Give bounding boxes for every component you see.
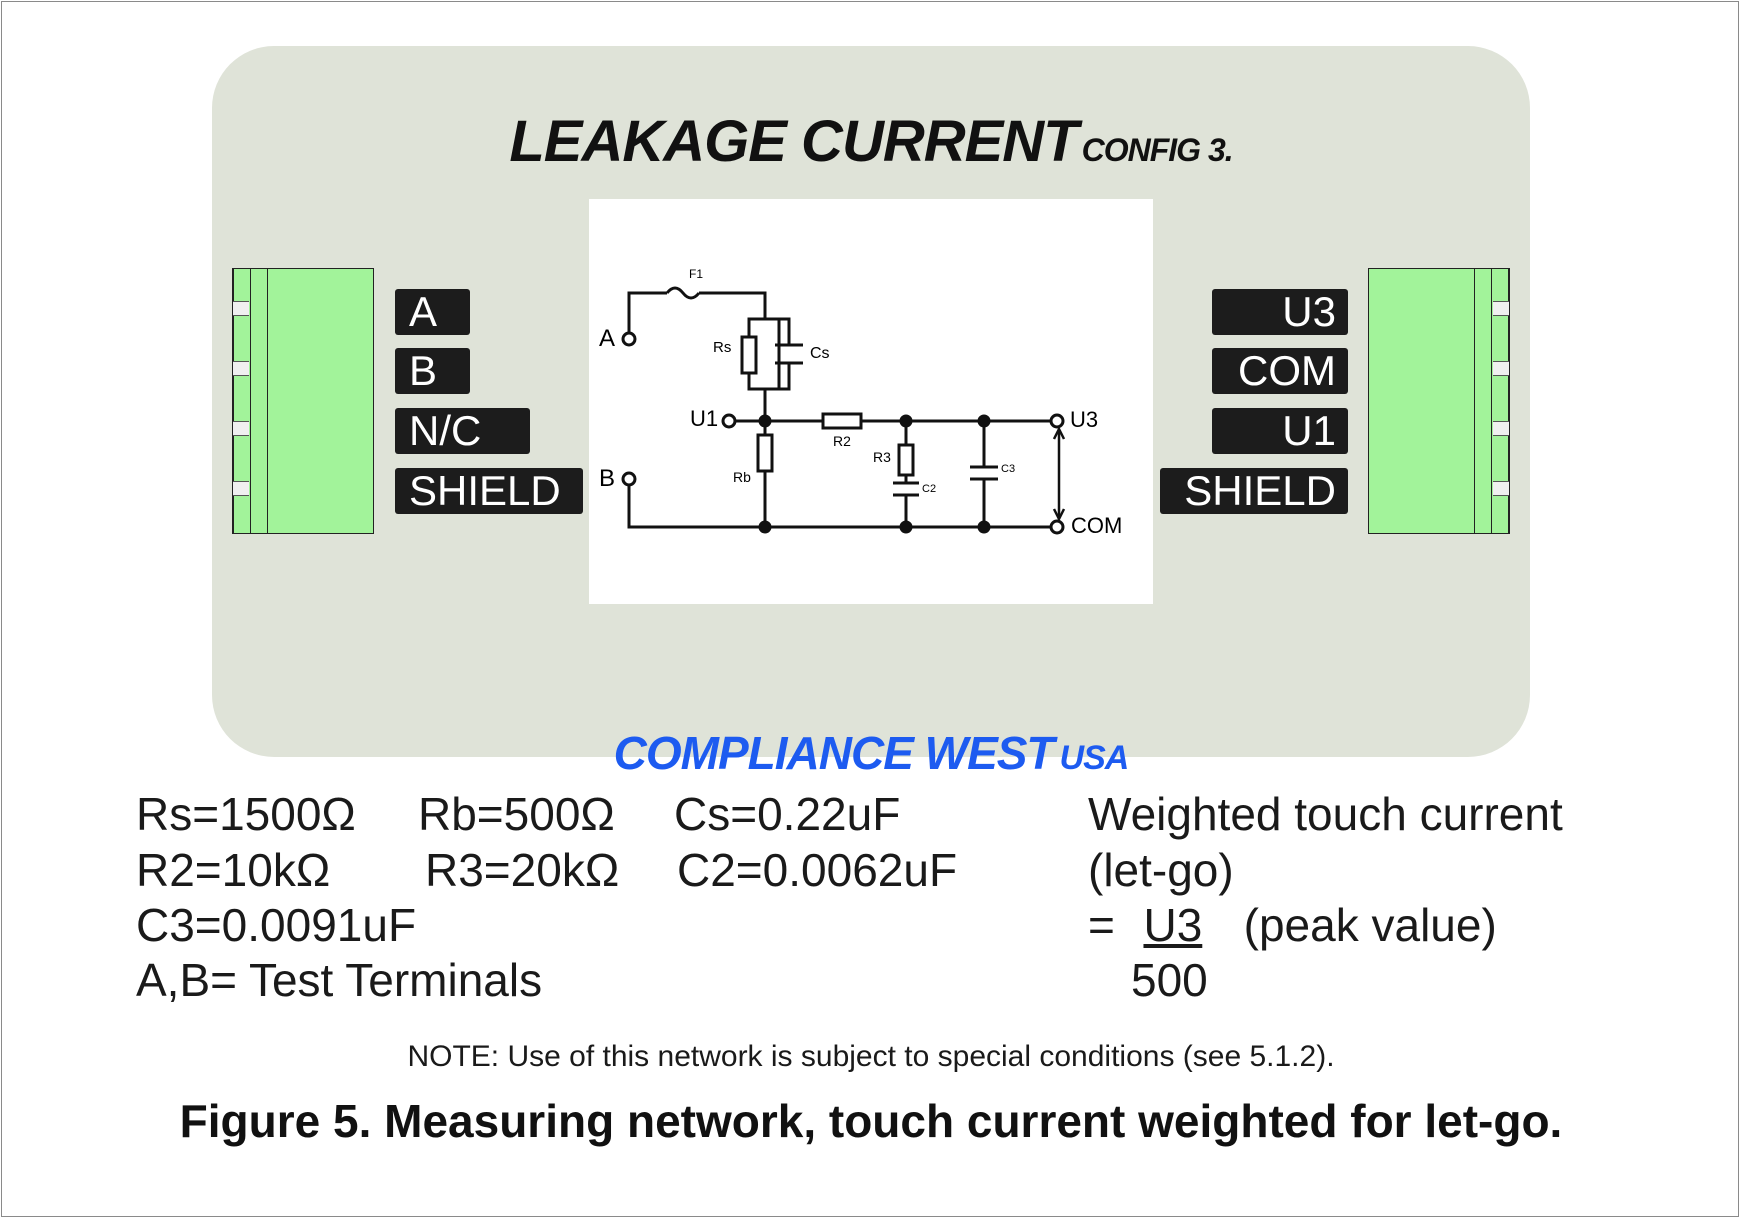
param-rb: Rb=500Ω (418, 788, 615, 840)
schem-label-u1: U1 (690, 406, 719, 431)
schem-label-u3: U3 (1070, 407, 1099, 432)
terminal-label-shield-left: SHIELD (395, 468, 583, 514)
param-rs: Rs=1500Ω (136, 788, 356, 840)
schem-label-c2: C2 (922, 483, 937, 495)
formula-equals: = (1088, 899, 1115, 951)
note-text: NOTE: Use of this network is subject to … (407, 1040, 1335, 1073)
schem-label-cs: Cs (810, 345, 830, 362)
fuse-f1 (665, 286, 701, 300)
title-main: LEAKAGE CURRENT (509, 109, 1078, 174)
formula-numerator: U3 (1143, 899, 1203, 951)
right-terminal-block (1368, 268, 1510, 534)
terminal-label-b: B (395, 348, 470, 394)
resistor-rs (740, 335, 758, 375)
terminal-label-nc: N/C (395, 408, 530, 454)
schem-label-com: COM (1071, 513, 1123, 538)
title-config: CONFIG 3. (1081, 132, 1234, 168)
param-r3: R3=20kΩ (425, 844, 620, 896)
param-test-terminals: A,B= Test Terminals (136, 954, 543, 1006)
formula-line2: (let-go) (1088, 844, 1234, 896)
formula-denominator: 500 (1131, 954, 1208, 1006)
param-c2: C2=0.0062uF (677, 844, 958, 896)
schematic: F1 A Rs Cs U1 R2 R3 C3 B Rb C2 U3 COM (589, 199, 1153, 604)
capacitor-c2 (893, 475, 919, 527)
schem-label-rs: Rs (713, 339, 732, 356)
capacitor-cs (775, 343, 803, 365)
terminal-label-shield-right: SHIELD (1160, 468, 1348, 514)
figure-caption: Figure 5. Measuring network, touch curre… (179, 1095, 1563, 1147)
schem-label-rb: Rb (733, 469, 751, 485)
terminal-label-u1: U1 (1212, 408, 1348, 454)
param-c3: C3=0.0091uF (136, 899, 417, 951)
terminal-label-u3: U3 (1212, 289, 1348, 335)
formula-line1: Weighted touch current (1088, 788, 1563, 840)
param-cs: Cs=0.22uF (674, 788, 901, 840)
terminal-label-a: A (395, 289, 470, 335)
schem-label-b: B (599, 465, 616, 492)
schem-label-c3: C3 (1001, 463, 1016, 475)
param-r2: R2=10kΩ (136, 844, 331, 896)
schem-label-f1: F1 (689, 267, 704, 281)
node-com-terminal (1049, 519, 1065, 535)
left-terminal-block (232, 268, 374, 534)
schem-label-r2: R2 (833, 433, 851, 449)
schem-label-a: A (599, 325, 616, 352)
brand-main: COMPLIANCE WEST (613, 727, 1055, 779)
formula-peak: (peak value) (1243, 899, 1497, 951)
brand-sub: USA (1059, 739, 1130, 777)
capacitor-c3 (970, 421, 998, 527)
schem-label-r3: R3 (873, 449, 891, 465)
terminal-label-com: COM (1212, 348, 1348, 394)
